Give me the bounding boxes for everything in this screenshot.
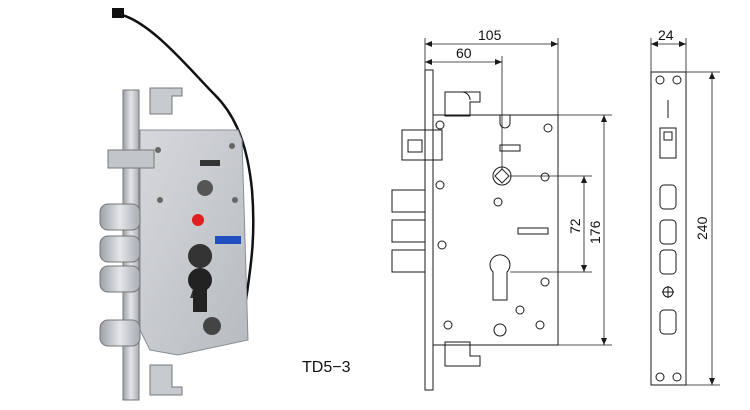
red-indicator	[192, 214, 204, 226]
cable-connector	[112, 8, 124, 18]
lock-photo	[99, 8, 255, 401]
drawing-bolt-2	[391, 219, 426, 243]
dim-faceplate-height: 240	[694, 216, 710, 240]
drawing-cylinder-hole	[489, 254, 511, 301]
drawing-top-hook	[444, 91, 481, 117]
blue-tag	[215, 236, 241, 244]
photo-bolts	[99, 149, 155, 347]
dimension-arrows	[425, 41, 715, 385]
dim-overall-width: 105	[478, 27, 502, 43]
dim-backset: 60	[456, 45, 472, 61]
model-label: TD5−3	[302, 359, 351, 376]
photo-case	[139, 129, 249, 356]
tech-drawing-side	[391, 69, 559, 391]
photo-bottom-hook	[149, 364, 183, 396]
drawing-latch	[401, 129, 443, 161]
dimension-lines	[424, 38, 720, 386]
dim-faceplate-width: 24	[658, 27, 674, 43]
drawing-bottom-hook	[444, 341, 481, 367]
drawing-faceplate	[424, 69, 434, 391]
drawing-case	[432, 114, 559, 346]
drawing-bolt-3	[391, 249, 426, 273]
dim-case-height: 176	[587, 220, 603, 244]
photo-top-hook	[149, 87, 183, 115]
faceplate-front-view	[650, 71, 687, 386]
dim-center-distance: 72	[567, 218, 583, 234]
drawing-bolt-1	[391, 189, 426, 213]
